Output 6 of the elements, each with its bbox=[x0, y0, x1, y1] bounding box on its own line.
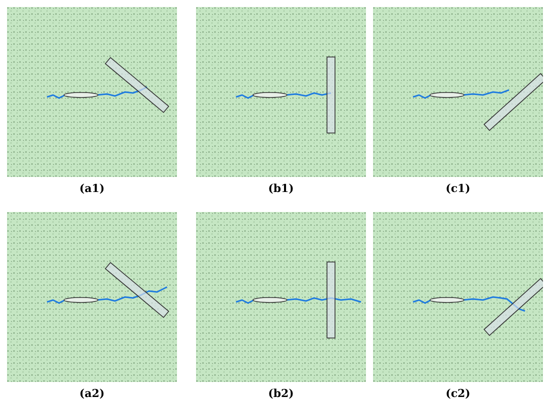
panel-label: (a1) bbox=[78, 182, 106, 195]
panel-label: (c2) bbox=[444, 387, 472, 400]
panel-label: (b2) bbox=[267, 387, 295, 400]
panel-label: (c1) bbox=[444, 182, 472, 195]
panel-label: (a2) bbox=[78, 387, 106, 400]
panel-label: (b1) bbox=[267, 182, 295, 195]
